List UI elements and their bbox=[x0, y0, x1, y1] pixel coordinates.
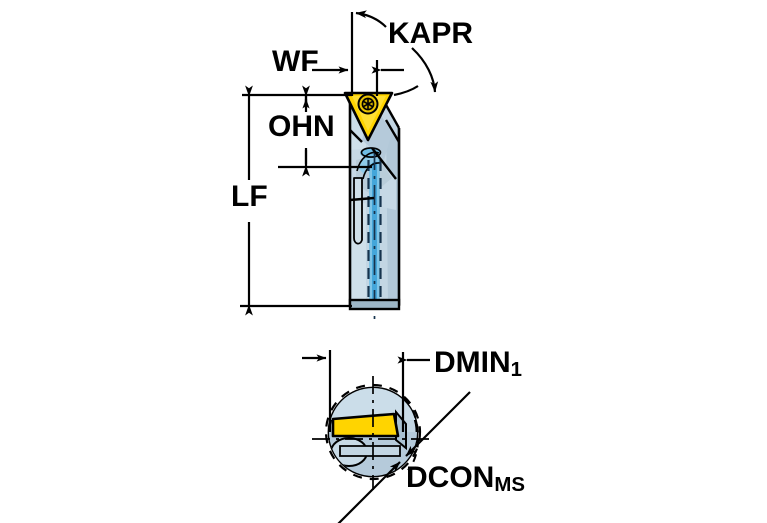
label-lf: LF bbox=[231, 180, 268, 213]
label-dcon-subscript: MS bbox=[494, 474, 525, 497]
label-dmin: DMIN1 bbox=[434, 346, 522, 382]
flank-relief-slot bbox=[353, 177, 363, 245]
dim-wf-inner bbox=[371, 60, 404, 96]
dim-dcon bbox=[337, 391, 471, 523]
side-view-dimensions bbox=[240, 10, 439, 316]
side-view-group bbox=[343, 91, 401, 322]
label-wf: WF bbox=[272, 45, 319, 78]
end-view-dimensions bbox=[302, 350, 471, 523]
dim-wf bbox=[312, 12, 354, 96]
hidden-lines bbox=[367, 160, 382, 305]
end-view-insert bbox=[331, 412, 400, 438]
end-view-centre-lines bbox=[312, 376, 430, 490]
dim-ohn-extension-lines bbox=[242, 93, 372, 169]
label-dcon-text: DCON bbox=[406, 461, 495, 494]
shank-bottom-face bbox=[348, 298, 401, 311]
dim-dmin-right bbox=[397, 352, 430, 432]
label-dmin-subscript: 1 bbox=[510, 359, 522, 382]
end-view-group bbox=[312, 376, 430, 490]
label-kapr: KAPR bbox=[388, 17, 474, 50]
label-dcon: DCONMS bbox=[406, 461, 525, 497]
dim-dmin-left bbox=[302, 350, 332, 432]
arc-hint bbox=[403, 397, 420, 471]
label-dmin-text: DMIN bbox=[434, 346, 511, 379]
dim-kapr bbox=[355, 10, 439, 97]
insert-screw-icon bbox=[357, 93, 379, 115]
label-ohn: OHN bbox=[268, 110, 335, 143]
